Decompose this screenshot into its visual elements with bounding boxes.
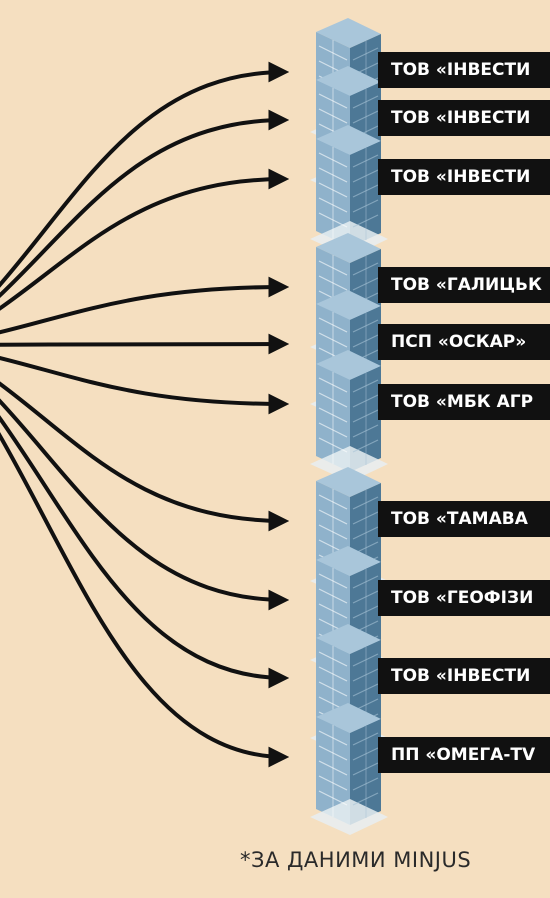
company-label: ТОВ «ІНВЕСТИ bbox=[378, 658, 550, 694]
ownership-arrow bbox=[0, 61, 290, 288]
ownership-arrow bbox=[0, 109, 290, 299]
office-building-icon bbox=[310, 125, 388, 257]
company-label: ТОВ «ГЕОФІЗИ bbox=[378, 580, 550, 616]
office-building-icon bbox=[310, 703, 388, 835]
ownership-arrow bbox=[0, 381, 290, 532]
ownership-arrow bbox=[0, 168, 290, 311]
ownership-arrow bbox=[0, 432, 290, 768]
company-label: ТОВ «ІНВЕСТИ bbox=[378, 159, 550, 195]
company-label: ПСП «ОСКАР» bbox=[378, 324, 550, 360]
ownership-arrow bbox=[0, 276, 290, 335]
company-label: ТОВ «ГАЛИЦЬК bbox=[378, 267, 550, 303]
company-label: ПП «ОМЕГА-TV bbox=[378, 737, 550, 773]
ownership-arrow bbox=[0, 333, 290, 355]
company-label: ТОВ «ІНВЕСТИ bbox=[378, 52, 550, 88]
source-note: *ЗА ДАНИМИ MINJUS bbox=[240, 848, 472, 872]
company-label: ТОВ «ТАМАВА bbox=[378, 501, 550, 537]
ownership-arrow bbox=[0, 355, 290, 415]
company-label: ТОВ «МБК АГР bbox=[378, 384, 550, 420]
office-building-icon bbox=[310, 350, 388, 482]
company-label: ТОВ «ІНВЕСТИ bbox=[378, 100, 550, 136]
ownership-arrow bbox=[0, 415, 290, 689]
ownership-arrow bbox=[0, 398, 290, 611]
